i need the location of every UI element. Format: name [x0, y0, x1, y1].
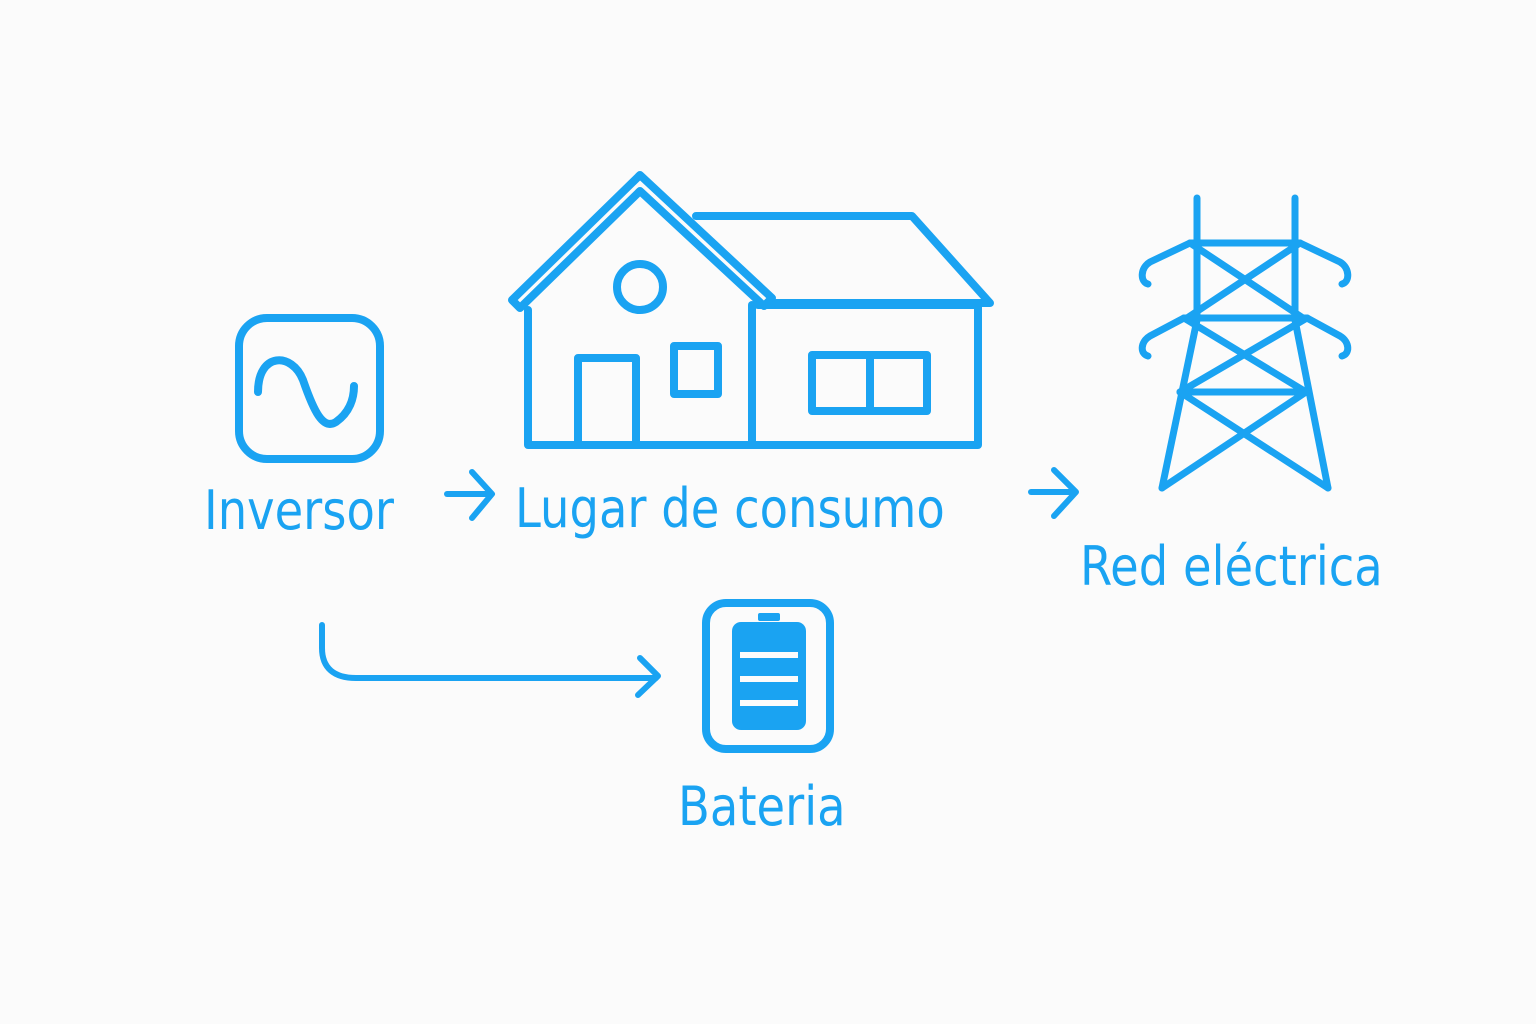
inversor-label: Inversor: [204, 479, 394, 542]
house-icon: [508, 171, 994, 449]
battery-icon: [702, 599, 834, 753]
transmission-tower-icon: [1138, 194, 1352, 492]
sine-wave-icon: [235, 314, 384, 463]
red-electrica-label: Red eléctrica: [1080, 535, 1383, 598]
bateria-label: Bateria: [678, 775, 846, 838]
arrow-right-icon: [1028, 467, 1079, 519]
arrow-right-icon: [444, 469, 495, 521]
curved-arrow-icon: [319, 622, 661, 698]
lugar-de-consumo-label: Lugar de consumo: [515, 477, 945, 540]
